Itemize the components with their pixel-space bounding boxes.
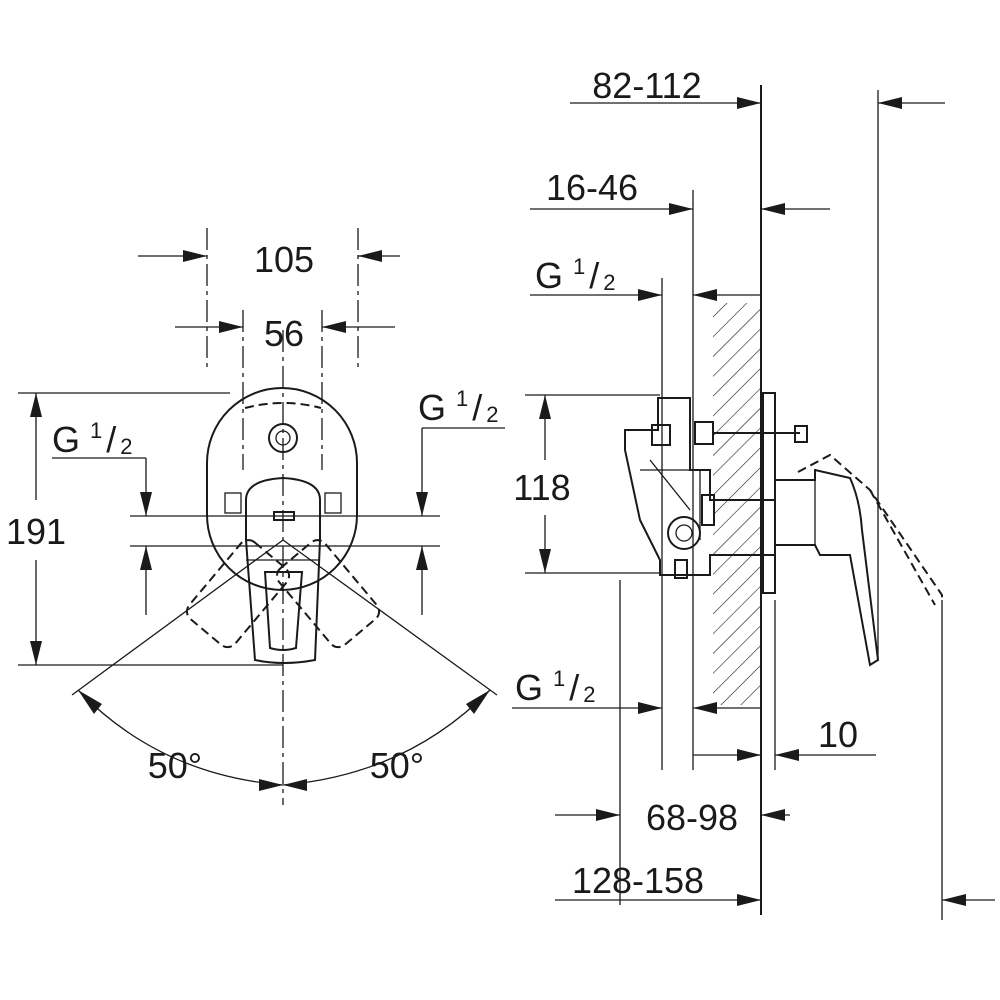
dim-105: 105 bbox=[254, 239, 314, 280]
dim-82-112: 82-112 bbox=[592, 65, 701, 106]
thread-label-right: G 1 / 2 bbox=[418, 386, 499, 428]
angle-left: 50° bbox=[148, 745, 202, 786]
dim-10: 10 bbox=[818, 714, 858, 755]
cover-plate bbox=[762, 392, 776, 594]
dim-191: 191 bbox=[6, 511, 66, 552]
thread-label-left: G 1 / 2 bbox=[52, 418, 133, 460]
dim-68-98: 68-98 bbox=[646, 797, 738, 838]
dim-118: 118 bbox=[513, 467, 570, 508]
angle-right: 50° bbox=[370, 745, 424, 786]
dim-128-158: 128-158 bbox=[572, 860, 704, 901]
dim-56: 56 bbox=[264, 313, 304, 354]
front-view: 105 56 191 G 1 / 2 bbox=[6, 228, 505, 805]
wall-hatch bbox=[713, 303, 761, 705]
thread-label-side-bottom: G 1 / 2 bbox=[515, 666, 596, 708]
escutcheon-plate bbox=[206, 387, 358, 591]
lever-handle bbox=[245, 476, 321, 664]
dim-16-46: 16-46 bbox=[546, 167, 638, 208]
lever-side bbox=[774, 468, 880, 667]
thread-label-side-top: G 1 / 2 bbox=[535, 254, 616, 296]
side-view: 82-112 16-46 G 1 / 2 118 G bbox=[512, 65, 995, 920]
